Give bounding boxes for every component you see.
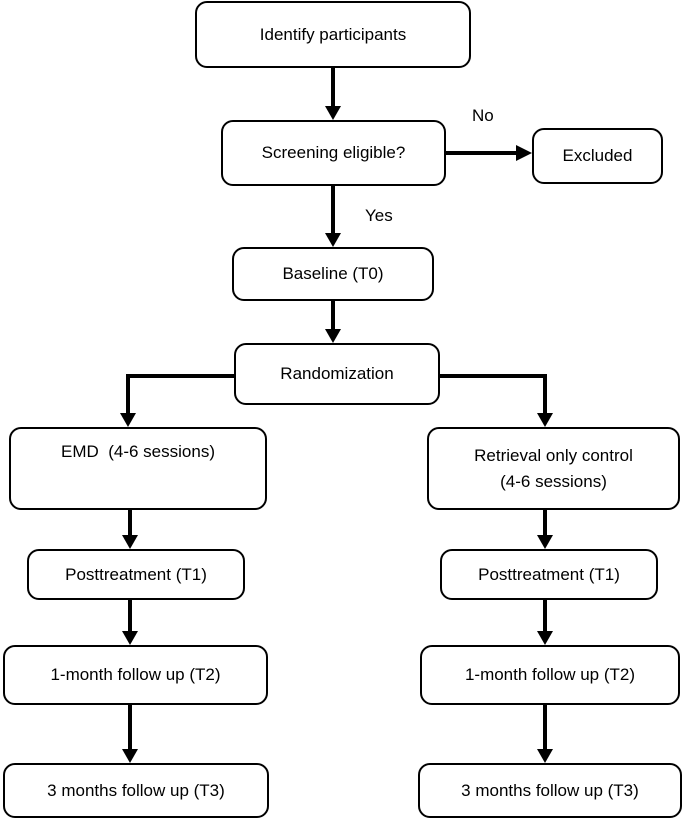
node-followup-1month-right: 1-month follow up (T2) [420,645,680,705]
edge-label-no: No [472,106,494,125]
arrowhead-randomization [325,329,341,343]
node-emd: EMD (4-6 sessions) [9,427,267,510]
arrowhead-post-right [537,535,553,549]
arrowhead-fu3-left [122,749,138,763]
arrowhead-fu1-left [122,631,138,645]
node-screening-eligible: Screening eligible? [221,120,446,186]
edge-label-yes: Yes [365,206,393,225]
arrowhead-retrieval [537,413,553,427]
node-baseline: Baseline (T0) [232,247,434,301]
node-randomization-label: Randomization [280,364,394,383]
node-followup-1month-right-label: 1-month follow up (T2) [464,665,636,684]
node-retrieval-only-control-line2: (4-6 sessions) [500,471,607,491]
arrow-randomization-to-emd [126,374,234,415]
node-retrieval-only-control: Retrieval only control (4-6 sessions) [427,427,680,510]
node-identify-participants-label: Identify participants [259,24,407,44]
node-posttreatment-right-label: Posttreatment (T1) [478,564,620,584]
arrowhead-excluded [516,145,532,161]
node-baseline-label: Baseline (T0) [282,264,384,283]
node-followup-3months-left: 3 months follow up (T3) [3,763,269,818]
node-excluded-label: Excluded [562,146,633,165]
node-screening-eligible-label: Screening eligible? [261,143,406,162]
arrow-randomization-to-retrieval [440,374,547,415]
node-identify-participants: Identify participants [195,1,471,68]
node-posttreatment-left: Posttreatment (T1) [27,549,245,600]
node-excluded: Excluded [532,128,663,184]
node-retrieval-only-control-line1: Retrieval only control [474,445,633,465]
node-emd-label: EMD (4-6 sessions) [61,442,215,461]
arrowhead-emd [120,413,136,427]
arrowhead-baseline [325,233,341,247]
arrowhead-fu3-right [537,749,553,763]
node-followup-3months-right: 3 months follow up (T3) [418,763,682,818]
node-followup-3months-right-label: 3 months follow up (T3) [461,780,639,800]
node-followup-1month-left: 1-month follow up (T2) [3,645,268,705]
arrowhead-fu1-right [537,631,553,645]
node-posttreatment-left-label: Posttreatment (T1) [65,564,207,584]
node-followup-1month-left-label: 1-month follow up (T2) [50,665,221,684]
arrowhead-post-left [122,535,138,549]
arrowhead-screening [325,106,341,120]
node-randomization: Randomization [234,343,440,405]
node-followup-3months-left-label: 3 months follow up (T3) [47,780,225,800]
node-posttreatment-right: Posttreatment (T1) [440,549,658,600]
